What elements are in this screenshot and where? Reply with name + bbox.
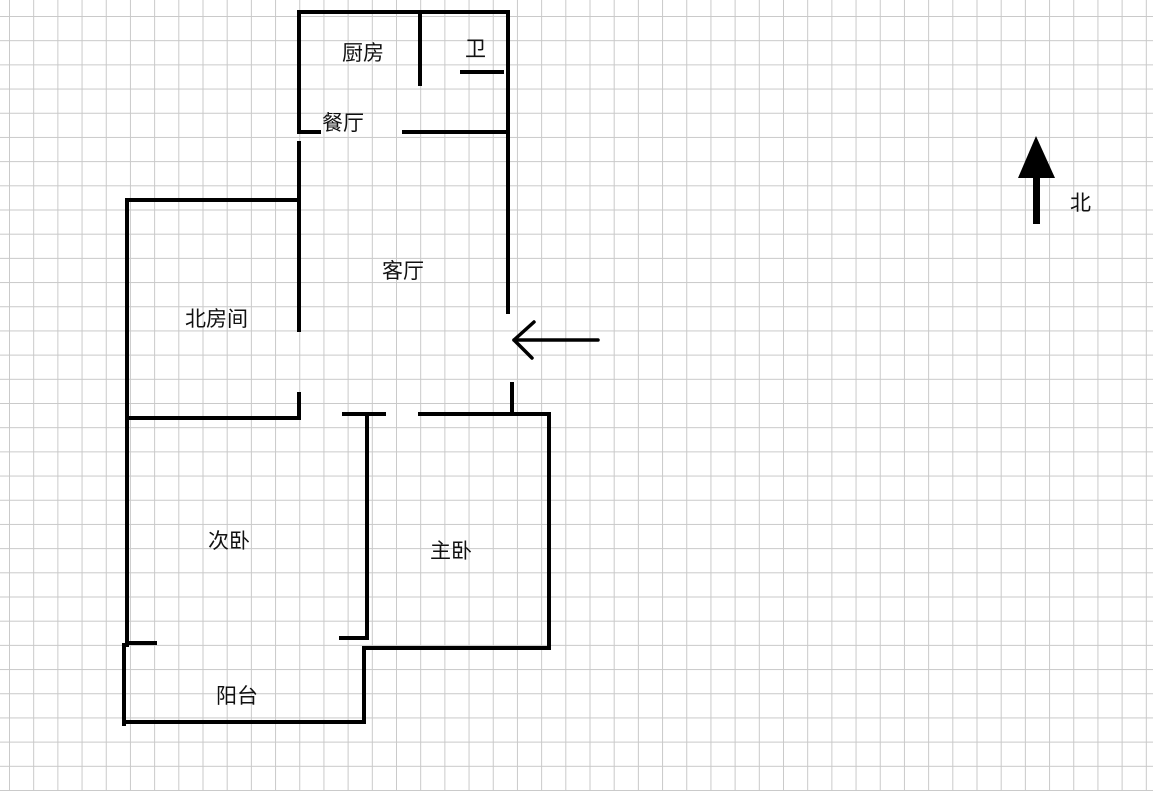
walls [122,10,551,726]
room-label-second-bedroom: 次卧 [208,529,250,553]
room-label-kitchen: 厨房 [342,41,384,65]
room-label-north-room: 北房间 [185,307,248,331]
north-arrow-icon [1018,136,1055,224]
room-label-balcony: 阳台 [216,684,258,708]
room-label-master-bedroom: 主卧 [430,539,472,563]
entry-arrow-icon [512,320,600,360]
compass-north-label: 北 [1070,191,1091,215]
room-label-dining: 餐厅 [322,111,364,135]
room-label-bathroom: 卫 [465,37,486,61]
room-label-living: 客厅 [382,259,424,283]
